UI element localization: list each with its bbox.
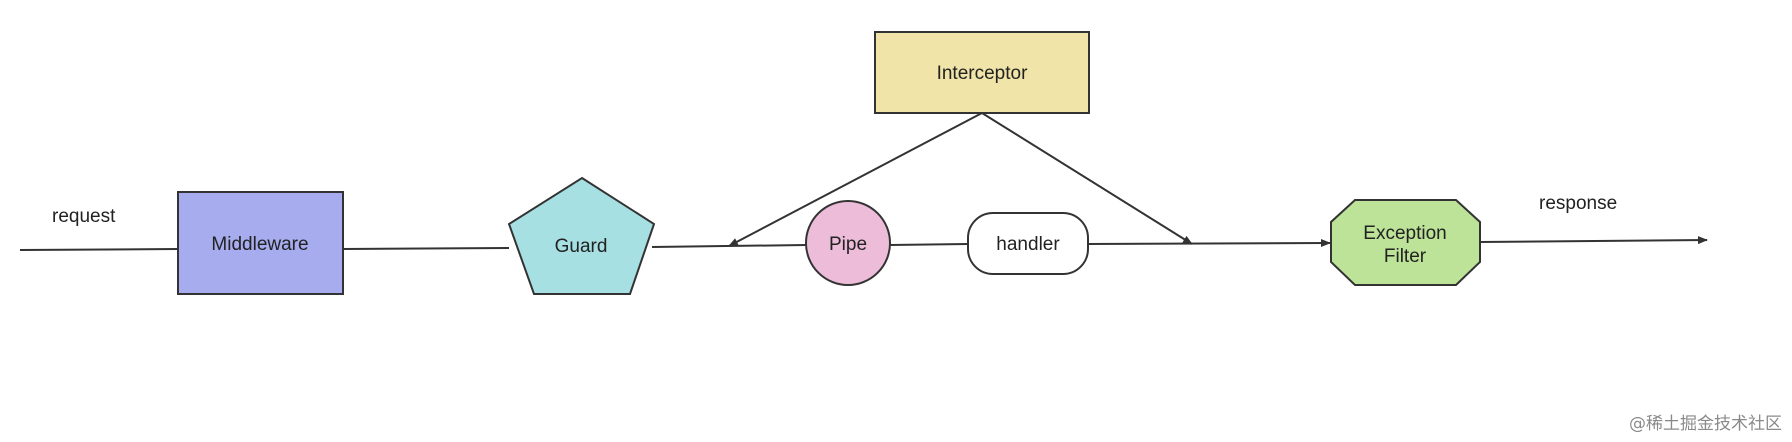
response-arrow <box>1479 236 1708 245</box>
exception-filter-label-line2: Filter <box>1384 246 1427 267</box>
middleware-node: Middleware <box>177 191 344 295</box>
guard-pentagon <box>507 176 656 295</box>
handler-node: handler <box>967 212 1089 275</box>
request-label: request <box>52 206 116 227</box>
middleware-to-guard-edge <box>342 247 510 250</box>
guard-node: Guard <box>507 176 656 295</box>
pipe-to-handler-edge <box>889 243 969 246</box>
handler-to-filter-edge <box>1087 239 1331 248</box>
pipe-circle <box>805 200 891 286</box>
interceptor-label: Interceptor <box>937 63 1028 84</box>
interceptor-node: Interceptor <box>874 31 1090 114</box>
handler-box <box>967 212 1089 275</box>
handler-label: handler <box>996 234 1060 255</box>
middleware-label: Middleware <box>211 234 308 255</box>
exception-filter-node: Exception Filter <box>1330 199 1481 286</box>
pipe-node: Pipe <box>805 200 891 286</box>
exception-filter-octagon <box>1330 199 1481 286</box>
interceptor-to-before-pipe-arrow <box>728 112 983 247</box>
exception-filter-label-line1: Exception <box>1363 223 1446 244</box>
request-line <box>19 248 179 251</box>
watermark: @稀土掘金技术社区 <box>1629 414 1782 434</box>
guard-label: Guard <box>555 236 608 257</box>
response-label: response <box>1539 193 1617 214</box>
interceptor-to-after-handler-arrow <box>981 112 1193 245</box>
pipe-label: Pipe <box>829 234 867 255</box>
middleware-box <box>177 191 344 295</box>
interceptor-box <box>874 31 1090 114</box>
